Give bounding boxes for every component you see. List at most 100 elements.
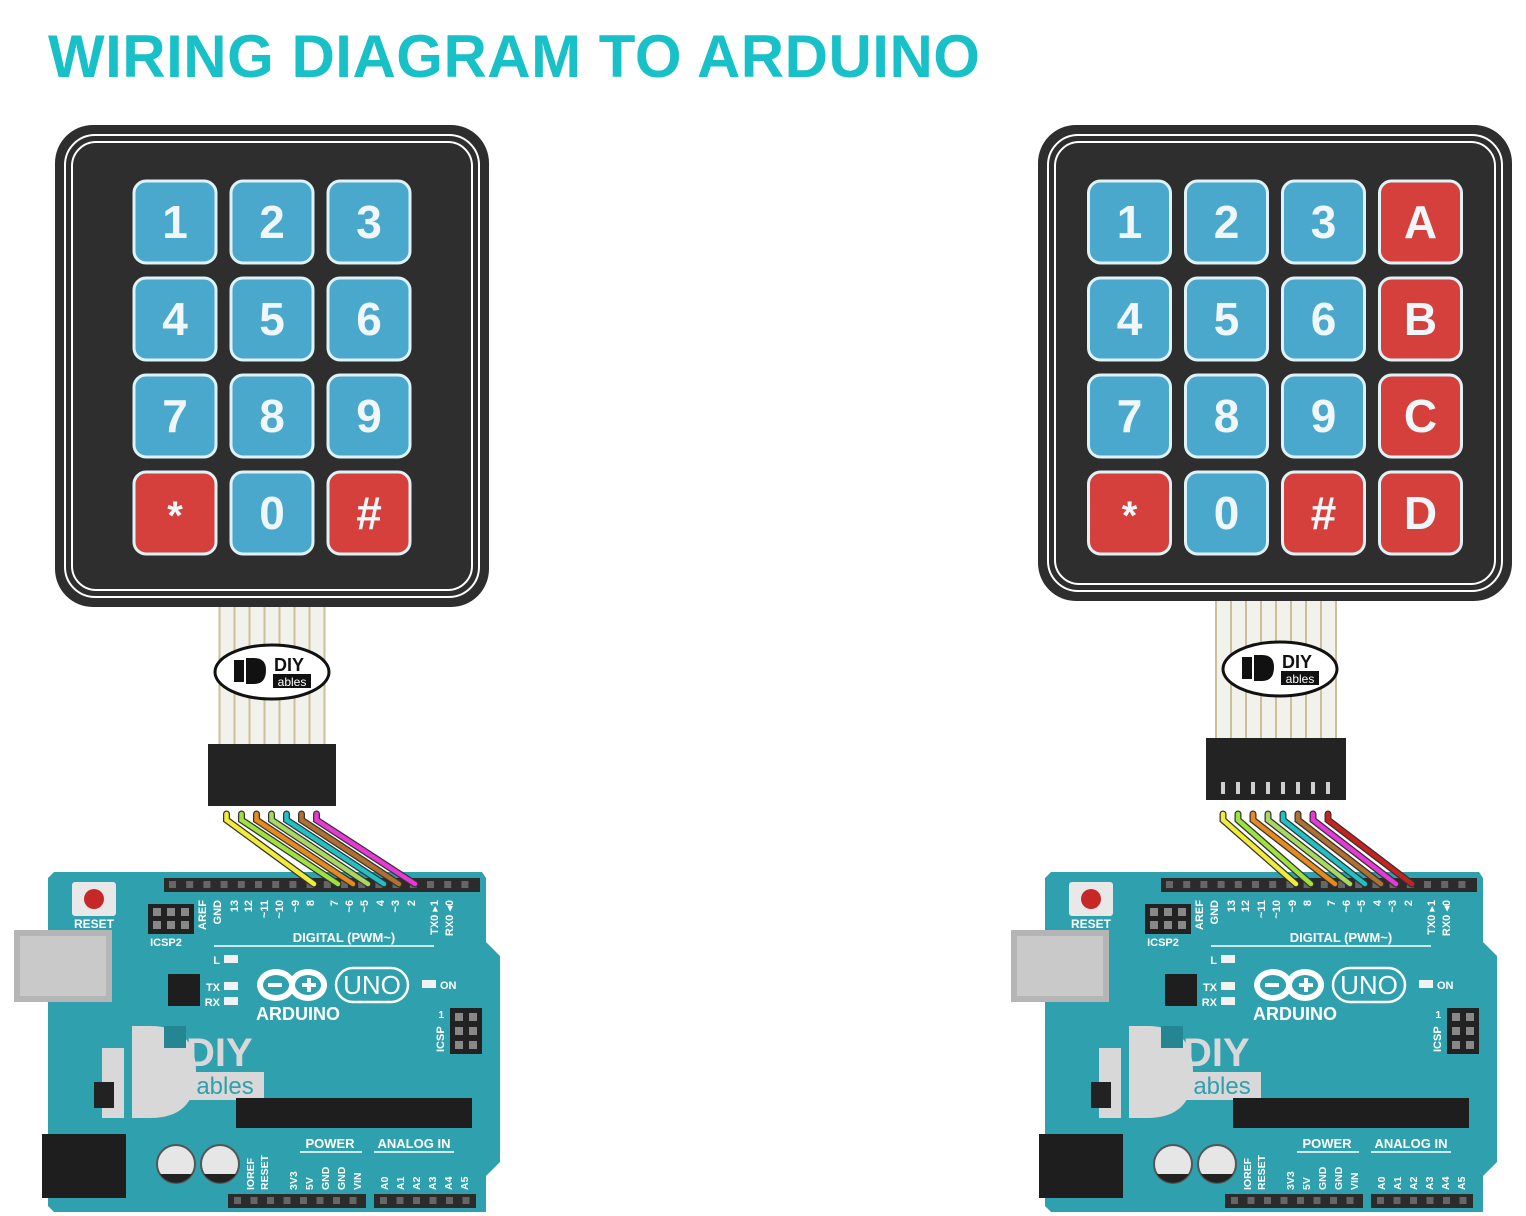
key-label: 2 bbox=[1214, 196, 1240, 248]
voltage-regulator bbox=[1091, 1082, 1111, 1108]
capacitor bbox=[1197, 1144, 1237, 1184]
icsp2-pin bbox=[167, 908, 175, 916]
key-9 bbox=[1281, 373, 1366, 459]
led-l-label: L bbox=[1210, 955, 1217, 967]
power-header-socket bbox=[1297, 1197, 1304, 1204]
digital-header-socket bbox=[1269, 881, 1277, 888]
key-5 bbox=[1184, 276, 1269, 362]
atmega-chip bbox=[236, 1098, 472, 1128]
key-label: 6 bbox=[356, 293, 382, 345]
board-logo-top: DIY bbox=[1183, 1031, 1250, 1075]
led-tx-label: TX bbox=[1203, 982, 1218, 994]
icsp2-pin bbox=[153, 908, 161, 916]
connector-pin-slot bbox=[1311, 782, 1315, 794]
key-label: 0 bbox=[259, 487, 285, 539]
connector-header bbox=[208, 744, 336, 806]
analog-label: ANALOG IN bbox=[378, 1136, 451, 1151]
connector-pin-slot bbox=[1296, 782, 1300, 794]
icsp-pin bbox=[455, 1041, 463, 1049]
analog-header-socket bbox=[429, 1197, 437, 1204]
analog-pin-label: A3 bbox=[1424, 1176, 1436, 1190]
key-label: C bbox=[1404, 390, 1437, 442]
icsp2-label: ICSP2 bbox=[150, 937, 182, 949]
digital-pin-label: 7 bbox=[1326, 900, 1338, 906]
wire-pin-5 bbox=[1280, 811, 1368, 887]
icsp2-pin bbox=[1164, 908, 1172, 916]
reset-button-cap bbox=[1081, 889, 1101, 909]
wire-pin-9 bbox=[1220, 811, 1299, 887]
key-1 bbox=[1087, 179, 1172, 265]
key-3 bbox=[326, 179, 412, 265]
icsp-label: ICSP bbox=[435, 1026, 447, 1052]
digital-pin-label: GND bbox=[212, 900, 224, 925]
arduino-logo-right bbox=[289, 969, 328, 1001]
key-4 bbox=[132, 276, 218, 362]
key-2 bbox=[229, 179, 315, 265]
diagram-title: WIRING DIAGRAM TO ARDUINO bbox=[48, 23, 981, 90]
analog-pin-label: A5 bbox=[459, 1176, 471, 1190]
icsp-pin bbox=[455, 1027, 463, 1035]
led-l bbox=[1221, 955, 1235, 963]
power-header-socket bbox=[1346, 1197, 1354, 1204]
logo-text-bg bbox=[1281, 671, 1319, 685]
uno-badge bbox=[334, 966, 410, 1004]
digital-pin-label: 12 bbox=[243, 900, 255, 912]
icsp-pin bbox=[1466, 1013, 1474, 1021]
digital-header-socket bbox=[203, 881, 211, 888]
board-logo-top: DIY bbox=[186, 1031, 253, 1075]
logo-text-top: DIY bbox=[1282, 652, 1312, 672]
keypad-border-inner bbox=[71, 141, 473, 591]
power-pin-label: VIN bbox=[1349, 1172, 1361, 1190]
digital-header-socket bbox=[186, 881, 194, 888]
icsp-pin bbox=[469, 1013, 477, 1021]
logo-mark bbox=[1242, 657, 1252, 679]
connector-pin-slot bbox=[1251, 782, 1255, 794]
power-header-socket bbox=[1313, 1197, 1321, 1204]
connector-pin-slot bbox=[1281, 782, 1285, 794]
digital-pin-label: ~10 bbox=[1271, 900, 1283, 919]
digital-pin-label: RX0 ◂0 bbox=[1441, 900, 1453, 936]
key-label: 3 bbox=[1311, 196, 1337, 248]
icsp2-label: ICSP2 bbox=[1147, 937, 1179, 949]
key-label: # bbox=[1311, 487, 1337, 539]
key-# bbox=[1281, 470, 1366, 556]
analog-header-socket bbox=[413, 1197, 420, 1204]
analog-label: ANALOG IN bbox=[1375, 1136, 1448, 1151]
analog-pin-label: A1 bbox=[1392, 1176, 1404, 1190]
digital-pin-label: 4 bbox=[1372, 899, 1384, 906]
analog-header-socket bbox=[1393, 1197, 1401, 1204]
analog-pin-label: A4 bbox=[1440, 1176, 1452, 1190]
key-4 bbox=[1087, 276, 1172, 362]
analog-header bbox=[1371, 1194, 1473, 1208]
power-jack bbox=[1039, 1134, 1123, 1198]
digital-pin-label: ~5 bbox=[359, 900, 371, 913]
led-rx-label: RX bbox=[1202, 997, 1218, 1009]
power-pin-label: IOREF bbox=[1242, 1157, 1254, 1190]
ribbon-cable bbox=[208, 607, 336, 806]
reset-label: RESET bbox=[74, 917, 115, 931]
connector-pin-slot bbox=[1326, 782, 1330, 794]
capacitor bbox=[156, 1144, 196, 1184]
capacitor-band bbox=[1201, 1174, 1233, 1183]
power-pin-label: GND bbox=[1317, 1166, 1329, 1190]
digital-pin-label: ~9 bbox=[290, 900, 302, 913]
led-tx bbox=[224, 982, 238, 990]
wire-pin-3 bbox=[1310, 811, 1399, 887]
digital-pin-label: 12 bbox=[1240, 900, 1252, 912]
icsp2-pin bbox=[1150, 908, 1158, 916]
arduino-label: ARDUINO bbox=[256, 1004, 340, 1024]
analog-pin-label: A2 bbox=[1408, 1176, 1420, 1190]
board-logo-notch bbox=[1161, 1026, 1183, 1048]
key-label: 9 bbox=[356, 390, 382, 442]
digital-header-socket bbox=[220, 881, 228, 888]
icsp-pin bbox=[1452, 1013, 1460, 1021]
key-8 bbox=[229, 373, 315, 459]
wire-pin-4 bbox=[1295, 811, 1384, 887]
key-3 bbox=[1281, 179, 1366, 265]
analog-pin-label: A0 bbox=[379, 1176, 391, 1190]
voltage-regulator bbox=[94, 1082, 114, 1108]
digital-pin-label: 13 bbox=[1226, 900, 1238, 912]
